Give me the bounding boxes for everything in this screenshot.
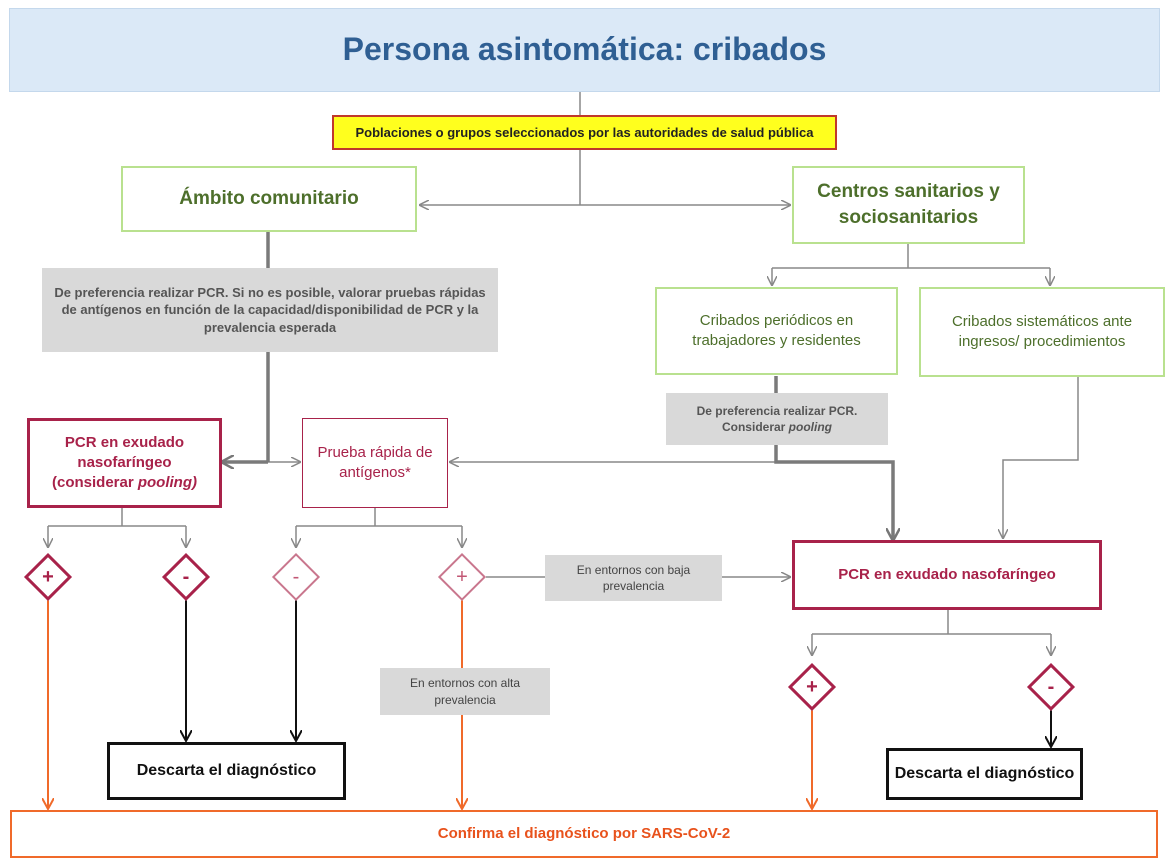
- community-note: De preferencia realizar PCR. Si no es po…: [42, 268, 498, 352]
- pcr-right-box: PCR en exudado nasofaríngeo: [792, 540, 1102, 610]
- health-centers-box: Centros sanitarios y sociosanitarios: [792, 166, 1025, 244]
- discard-box-right: Descarta el diagnóstico: [886, 748, 1083, 800]
- positive-diamond: +: [437, 552, 487, 602]
- periodic-note: De preferencia realizar PCR. Considerar …: [666, 393, 888, 445]
- negative-diamond: -: [161, 552, 211, 602]
- positive-diamond: +: [787, 662, 837, 712]
- periodic-note-line1: De preferencia realizar PCR.: [696, 403, 858, 418]
- negative-diamond: -: [271, 552, 321, 602]
- periodic-screening-box: Cribados periódicos en trabajadores y re…: [655, 287, 898, 375]
- systematic-screening-box: Cribados sistemáticos ante ingresos/ pro…: [919, 287, 1165, 377]
- pcr-left-box: PCR en exudado nasofaríngeo (considerar …: [27, 418, 222, 508]
- page-title: Persona asintomática: cribados: [9, 8, 1160, 92]
- rapid-antigen-test-box: Prueba rápida de antígenos*: [302, 418, 448, 508]
- community-box: Ámbito comunitario: [121, 166, 417, 232]
- negative-diamond: -: [1026, 662, 1076, 712]
- discard-box-left: Descarta el diagnóstico: [107, 742, 346, 800]
- high-prevalence-note: En entornos con alta prevalencia: [380, 668, 550, 715]
- low-prevalence-note: En entornos con baja prevalencia: [545, 555, 722, 601]
- periodic-note-line2: Considerar pooling: [721, 420, 832, 434]
- positive-diamond: +: [23, 552, 73, 602]
- populations-box: Poblaciones o grupos seleccionados por l…: [332, 115, 837, 150]
- confirm-diagnosis-box: Confirma el diagnóstico por SARS-CoV-2: [10, 810, 1158, 858]
